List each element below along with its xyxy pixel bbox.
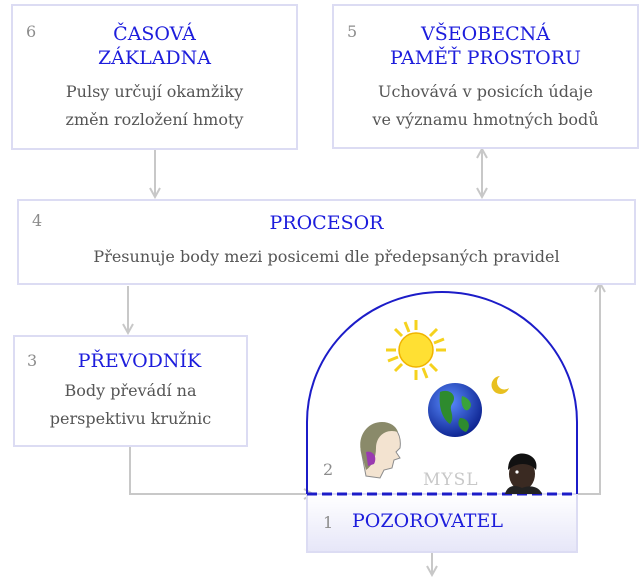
time-base-box: 6 ČASOVÁ ZÁKLADNA Pulsy určují okamžiky … <box>11 4 298 150</box>
space-memory-title-line1: VŠEOBECNÁ <box>421 23 550 45</box>
observer-title: POZOROVATEL <box>352 510 503 532</box>
sun-icon <box>386 320 446 380</box>
observer-number: 1 <box>323 513 334 532</box>
mind-label: MYSL <box>423 470 479 490</box>
arrow-converter-to-mind <box>129 447 313 494</box>
observer-box <box>306 493 578 553</box>
mind-dome-outline <box>306 291 578 494</box>
processor-title: PROCESOR <box>269 212 384 234</box>
space-memory-box: 5 VŠEOBECNÁ PAMĚŤ PROSTORU Uchovává v po… <box>332 4 639 149</box>
crescent-moon-icon <box>491 376 509 394</box>
mind-number: 2 <box>323 460 334 479</box>
box-number: 4 <box>32 211 43 230</box>
converter-box: 3 PŘEVODNÍK Body převádí na perspektivu … <box>13 335 248 447</box>
time-base-description-line1: Pulsy určují okamžiky <box>65 82 244 101</box>
space-memory-description-line2: ve významu hmotných bodů <box>372 110 599 129</box>
box-number: 5 <box>347 22 358 41</box>
converter-description-line2: perspektivu kružnic <box>49 409 212 428</box>
time-base-description-line2: změn rozložení hmoty <box>65 110 244 129</box>
processor-box: 4 PROCESOR Přesunuje body mezi posicemi … <box>17 199 636 285</box>
man-face-icon <box>505 453 542 494</box>
arrow-mind-to-processor <box>577 283 600 495</box>
converter-title: PŘEVODNÍK <box>77 350 202 372</box>
converter-description-line1: Body převádí na <box>64 381 197 400</box>
box-number: 3 <box>27 351 38 370</box>
box-number: 6 <box>26 22 37 41</box>
time-base-title-line1: ČASOVÁ <box>113 23 196 45</box>
time-base-title-line2: ZÁKLADNA <box>97 47 212 69</box>
earth-globe-icon <box>428 383 482 437</box>
space-memory-description-line1: Uchovává v posicích údaje <box>378 82 593 101</box>
space-memory-title-line2: PAMĚŤ PROSTORU <box>389 47 582 69</box>
woman-profile-icon <box>360 422 401 479</box>
processor-description: Přesunuje body mezi posicemi dle předeps… <box>93 247 560 266</box>
